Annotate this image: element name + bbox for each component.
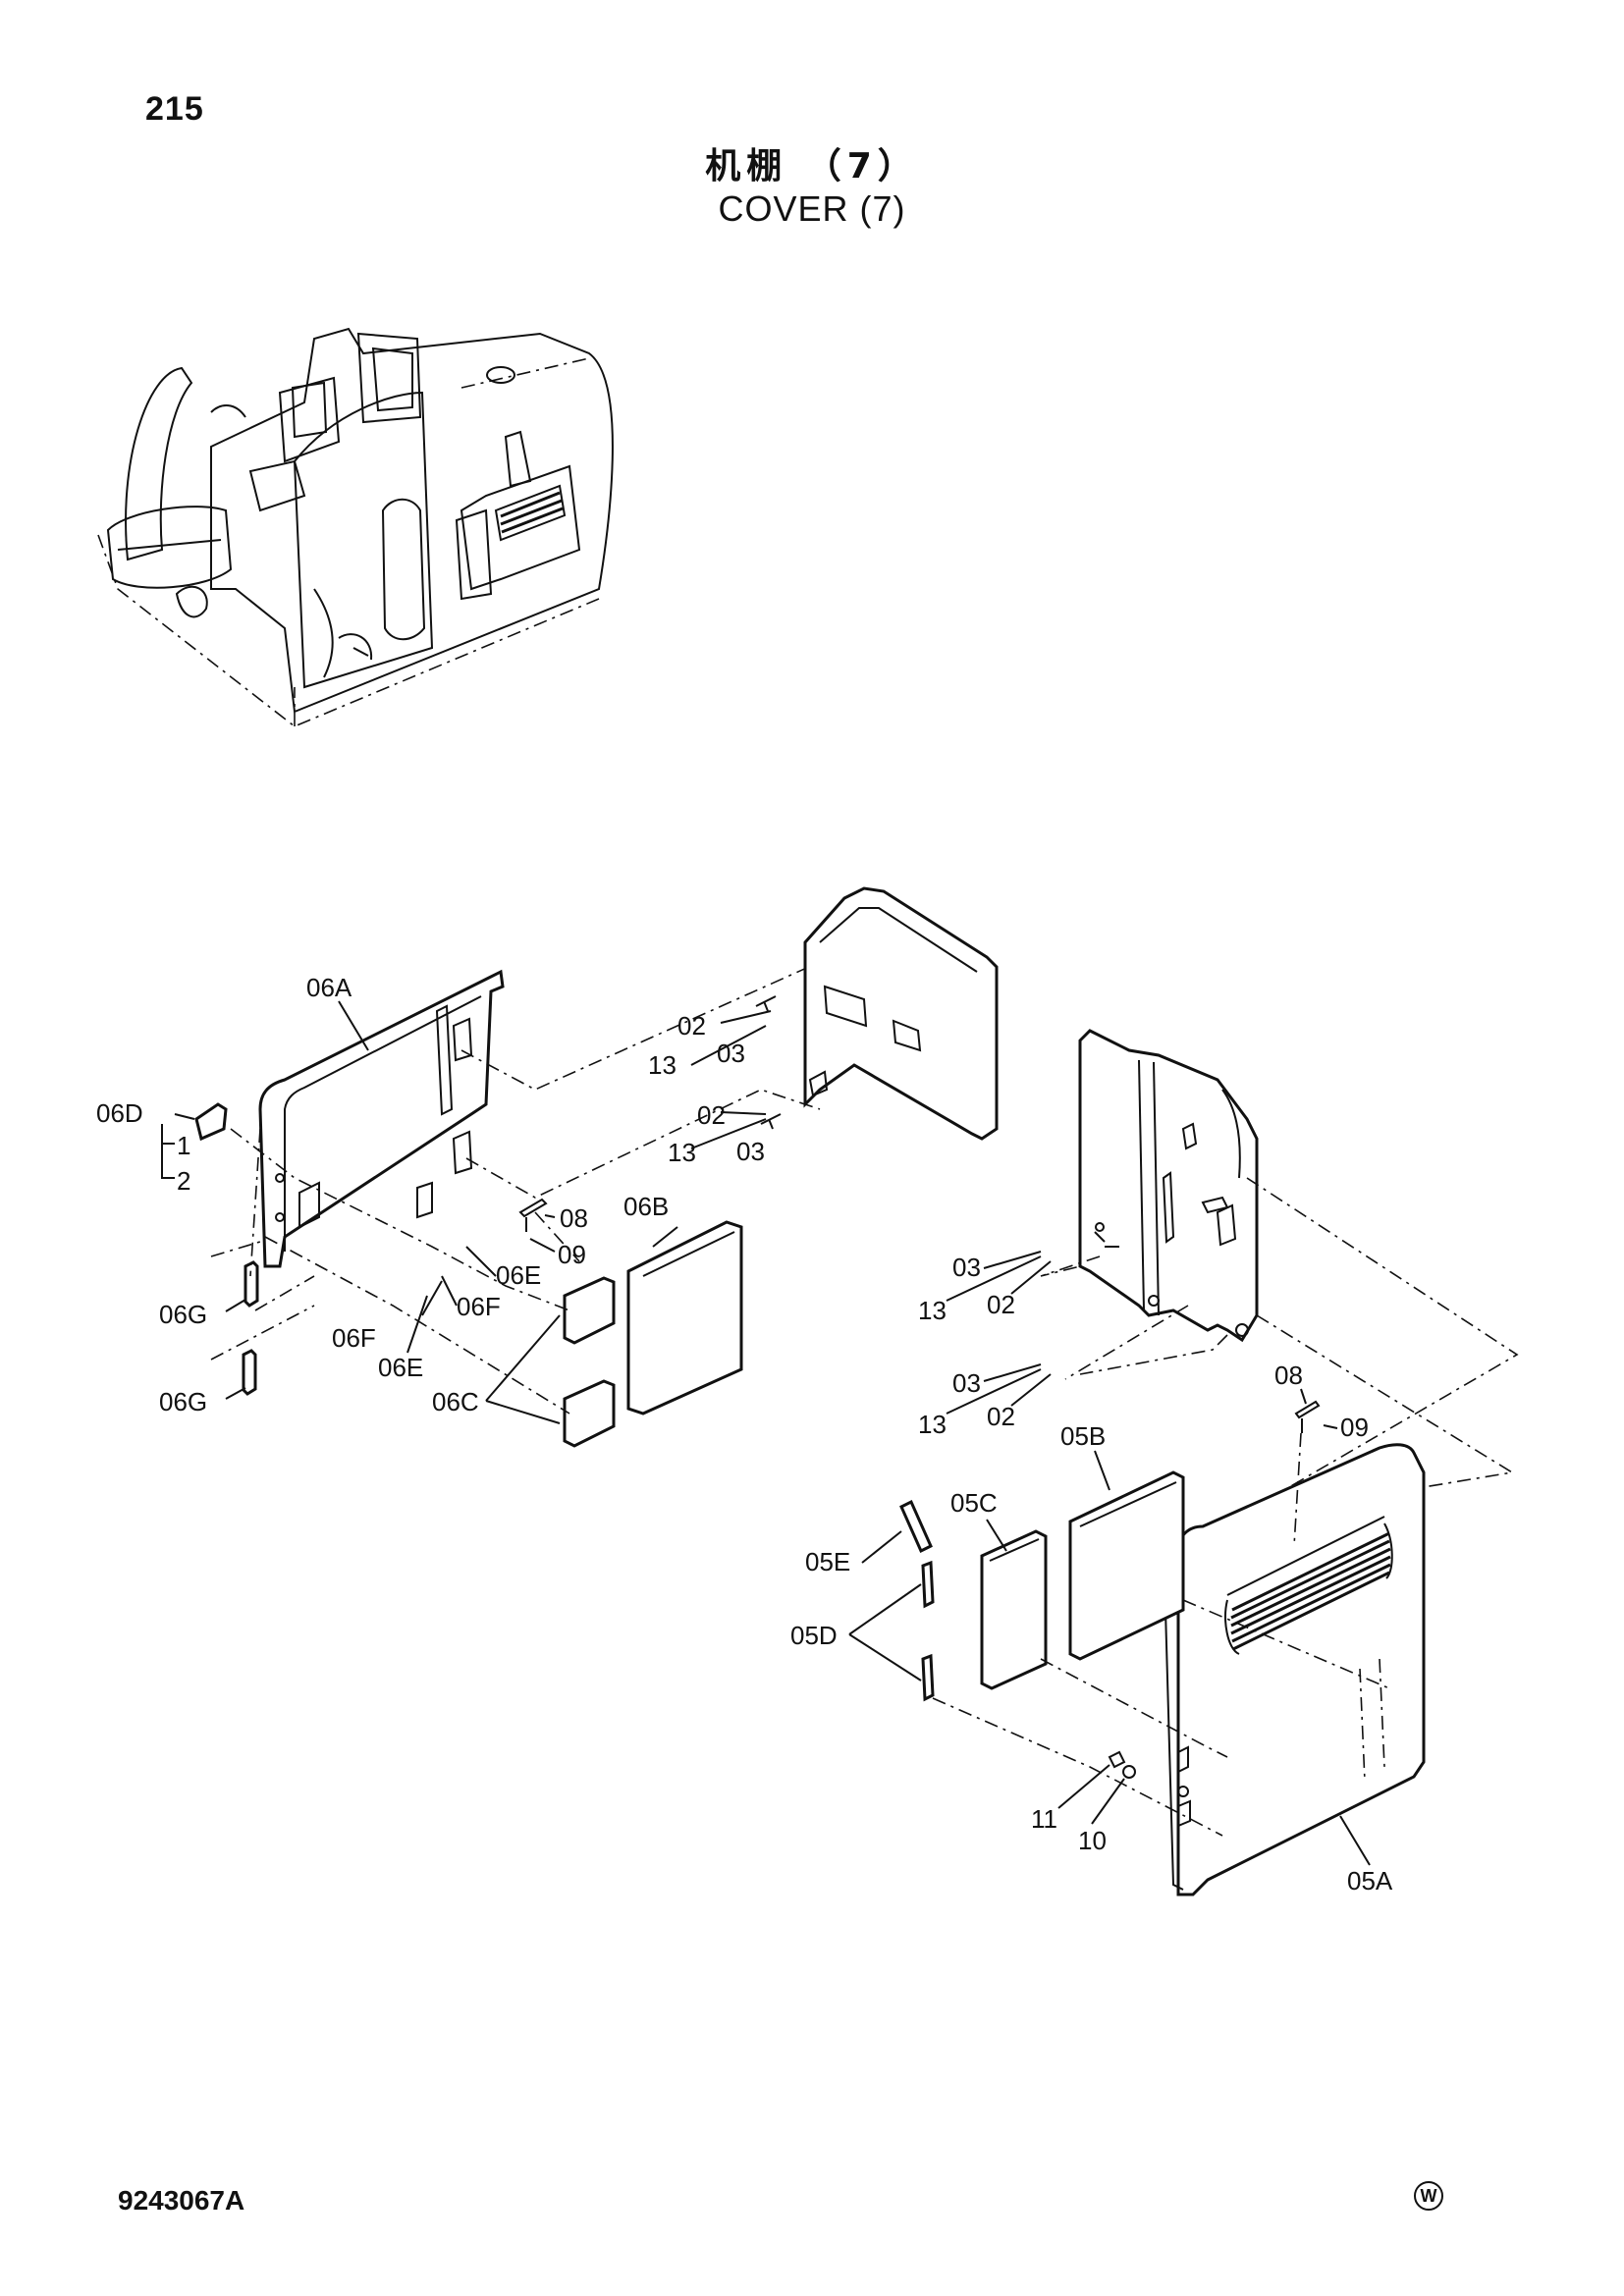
- right-inner-frame: [1040, 1029, 1519, 1518]
- leader-lines: [161, 1000, 1371, 1866]
- callout-06E-upper: 06E: [496, 1260, 541, 1290]
- callout-06G-lower: 06G: [159, 1387, 207, 1416]
- callout-06B: 06B: [623, 1192, 669, 1221]
- upper-rear-panel: [755, 886, 999, 1141]
- machine-overview-sketch: [97, 327, 614, 727]
- callout-1: 1: [177, 1131, 190, 1160]
- left-panel-group: [194, 961, 821, 1448]
- callout-06D: 06D: [96, 1098, 143, 1128]
- callout-02-mid-b: 02: [987, 1402, 1015, 1431]
- callout-11: 11: [1031, 1804, 1057, 1834]
- callout-05B: 05B: [1060, 1421, 1106, 1451]
- callout-03-mid-b: 03: [952, 1368, 981, 1398]
- document-number: 9243067A: [118, 2185, 245, 2216]
- callout-13-upper-b: 13: [668, 1138, 696, 1167]
- callout-labels: 06A 06D 1 2 02 13 03 02 13 03 08 09 06B …: [96, 973, 1393, 1896]
- callout-06C: 06C: [432, 1387, 479, 1416]
- circled-w-mark: W: [1414, 2181, 1443, 2211]
- callout-06G-upper: 06G: [159, 1300, 207, 1329]
- page-title-english: COVER (7): [718, 188, 906, 229]
- callout-02-upper-b: 02: [697, 1100, 726, 1130]
- callout-05C: 05C: [950, 1488, 998, 1518]
- right-cover-group: [899, 1400, 1426, 1896]
- callout-09-left: 09: [558, 1240, 586, 1269]
- callout-06E-lower: 06E: [378, 1353, 423, 1382]
- callout-03-upper-b: 03: [736, 1137, 765, 1166]
- callout-05E: 05E: [805, 1547, 850, 1576]
- callout-03-upper-a: 03: [717, 1039, 745, 1068]
- callout-06F-left: 06F: [332, 1323, 376, 1353]
- callout-13-upper-a: 13: [648, 1050, 677, 1080]
- callout-03-mid-a: 03: [952, 1253, 981, 1282]
- callout-08-right: 08: [1274, 1361, 1303, 1390]
- callout-02-mid-a: 02: [987, 1290, 1015, 1319]
- page-title-chinese: 机棚 （7）: [705, 146, 919, 187]
- callout-08-left: 08: [560, 1203, 588, 1233]
- callout-13-mid-b: 13: [918, 1410, 947, 1439]
- callout-02-upper-a: 02: [677, 1011, 706, 1041]
- callout-10: 10: [1078, 1826, 1107, 1855]
- callout-09-right: 09: [1340, 1413, 1369, 1442]
- callout-06A: 06A: [306, 973, 352, 1002]
- louver-vents: [1224, 1522, 1393, 1655]
- callout-13-mid-a: 13: [918, 1296, 947, 1325]
- page-number: 215: [145, 90, 204, 128]
- callout-2: 2: [177, 1166, 190, 1196]
- callout-05D: 05D: [790, 1621, 838, 1650]
- callout-05A: 05A: [1347, 1866, 1393, 1896]
- callout-06F-right: 06F: [457, 1292, 501, 1321]
